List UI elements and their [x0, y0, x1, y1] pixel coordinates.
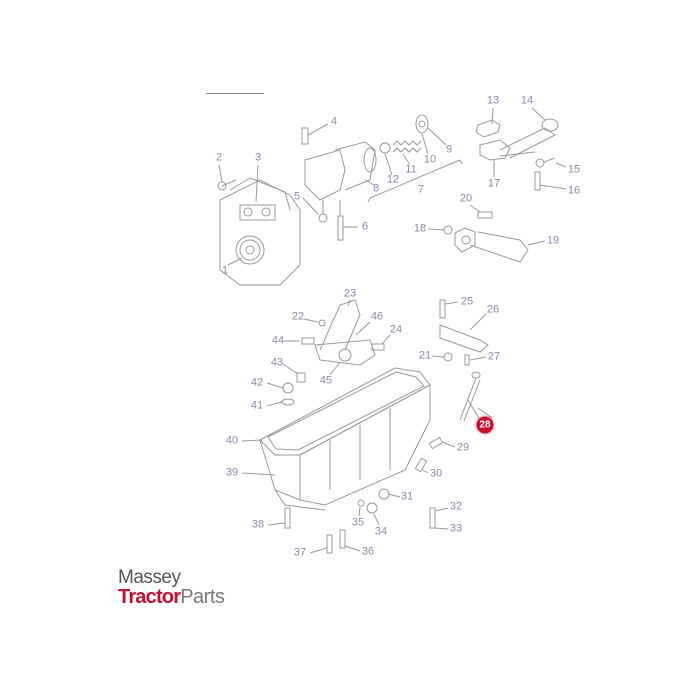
part-callout-6: 6 — [361, 220, 369, 233]
part-callout-8: 8 — [372, 182, 380, 195]
part-callout-45: 45 — [319, 374, 333, 387]
title-rule — [206, 93, 264, 94]
part-callout-43: 43 — [270, 356, 284, 369]
part-callout-44: 44 — [271, 334, 285, 347]
part-callout-7: 7 — [417, 183, 425, 196]
part-callout-42: 42 — [250, 376, 264, 389]
part-callout-18: 18 — [413, 222, 427, 235]
part-callout-2: 2 — [215, 151, 223, 164]
part-callout-39: 39 — [225, 466, 239, 479]
part-callout-3: 3 — [254, 151, 262, 164]
part-callout-19: 19 — [546, 234, 560, 247]
part-callout-36: 36 — [361, 545, 375, 558]
part-callout-40: 40 — [225, 434, 239, 447]
part-callout-11: 11 — [405, 163, 417, 176]
part-callout-1: 1 — [221, 264, 229, 277]
part-callout-9: 9 — [445, 143, 453, 156]
part-callout-41: 41 — [250, 399, 264, 412]
part-callout-38: 38 — [251, 518, 265, 531]
part-callout-33: 33 — [449, 522, 463, 535]
part-callout-21: 21 — [418, 349, 432, 362]
part-callout-20: 20 — [459, 192, 473, 205]
part-callout-16: 16 — [567, 184, 581, 197]
logo-word-parts: Parts — [180, 586, 225, 608]
part-callout-23: 23 — [343, 287, 357, 300]
oil-pipe-lower-drawing — [427, 204, 546, 263]
oil-pipe-upper-drawing — [475, 107, 567, 191]
part-callout-26: 26 — [486, 303, 500, 316]
valve-body-drawing — [301, 123, 377, 241]
part-callout-14: 14 — [520, 94, 534, 107]
part-callout-25: 25 — [460, 295, 474, 308]
part-callout-13: 13 — [486, 94, 500, 107]
part-callout-29: 29 — [456, 441, 470, 454]
part-callout-46: 46 — [370, 310, 384, 323]
part-callout-32: 32 — [449, 500, 463, 513]
part-callout-5: 5 — [293, 190, 301, 203]
logo-line-massey: Massey — [118, 567, 181, 588]
bracket-drawing — [431, 299, 489, 366]
part-callout-15: 15 — [567, 163, 581, 176]
part-callout-35: 35 — [351, 516, 365, 529]
logo-word-tractor: Tractor — [118, 586, 181, 608]
part-callout-31: 31 — [400, 490, 414, 503]
part-callout-22: 22 — [291, 310, 305, 323]
relief-valve-drawing — [367, 114, 463, 203]
part-callout-24: 24 — [389, 323, 403, 336]
oil-pump-drawing — [217, 164, 301, 286]
part-callout-17: 17 — [487, 177, 501, 190]
massey-tractor-parts-logo: Massey TractorParts — [118, 567, 225, 608]
part-callout-34: 34 — [374, 525, 388, 538]
pickup-tube-drawing — [284, 299, 391, 376]
oil-pan-drawing — [241, 363, 493, 554]
part-callout-4: 4 — [330, 115, 338, 128]
part-callout-10: 10 — [423, 153, 437, 166]
part-callout-30: 30 — [429, 467, 443, 480]
part-callout-27: 27 — [487, 350, 501, 363]
part-callout-12: 12 — [386, 173, 400, 186]
part-callout-highlighted[interactable]: 28 — [476, 416, 494, 434]
part-callout-37: 37 — [293, 546, 307, 559]
